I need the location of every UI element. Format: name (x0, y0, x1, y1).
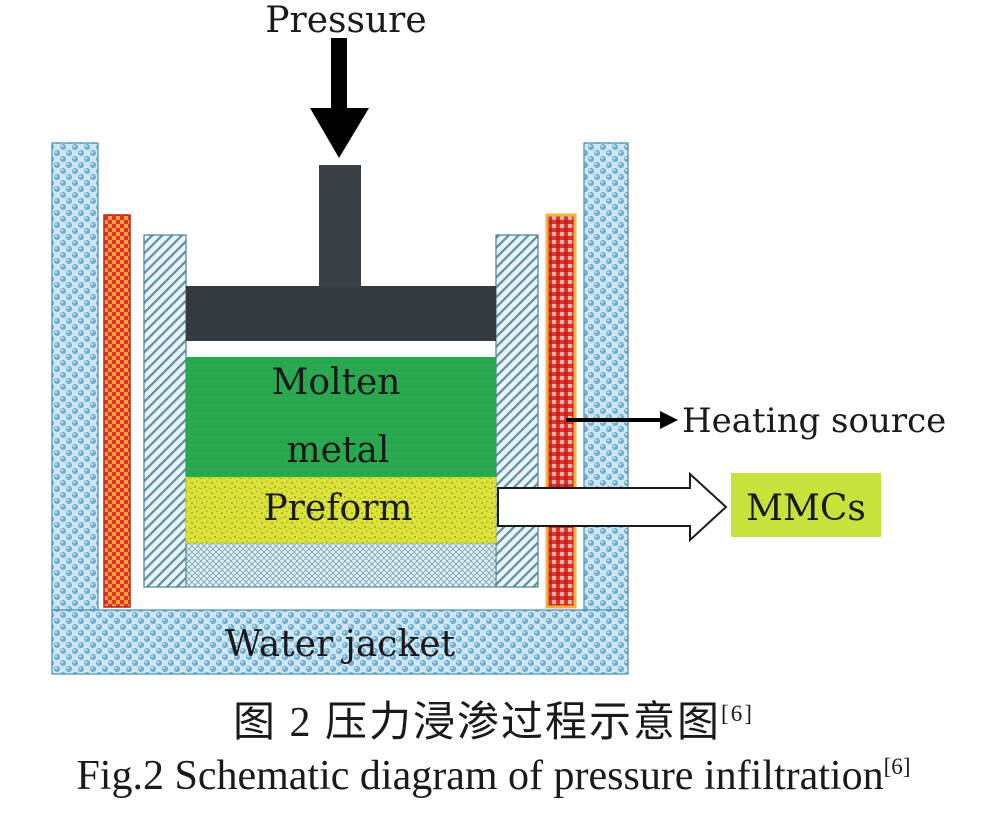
figure-caption-chinese: 图 2 压力浸渗过程示意图[6] (233, 700, 754, 746)
label-molten: Molten (271, 362, 400, 403)
heater-left (103, 214, 131, 608)
water-jacket-base (51, 609, 629, 675)
water-jacket (51, 142, 629, 675)
pressure-arrow-icon (310, 38, 369, 158)
piston-rod (319, 165, 361, 287)
heater-right (545, 213, 577, 609)
label-preform: Preform (263, 488, 412, 529)
water-jacket-right-wall (583, 142, 629, 614)
preform-layer (185, 476, 497, 544)
label-water-jacket: Water jacket (225, 624, 456, 665)
figure-caption-english: Fig.2 Schematic diagram of pressure infi… (76, 753, 911, 799)
mold-bottom (185, 542, 497, 588)
caption-chinese-ref: [6] (721, 700, 754, 726)
mmcs-arrow-icon (497, 471, 728, 543)
piston-plate (186, 286, 496, 341)
label-pressure: Pressure (265, 0, 426, 41)
heating-source-arrow-icon (566, 411, 678, 429)
label-heating-source: Heating source (682, 401, 946, 441)
mold-left-wall (143, 234, 187, 588)
label-metal: metal (287, 430, 390, 471)
mmcs-box (731, 473, 881, 537)
water-jacket-left-wall (51, 142, 99, 614)
label-mmcs: MMCs (746, 488, 866, 529)
mold-right-wall (495, 234, 539, 588)
molten-metal-layer (186, 357, 496, 477)
caption-english-ref: [6] (883, 753, 911, 779)
